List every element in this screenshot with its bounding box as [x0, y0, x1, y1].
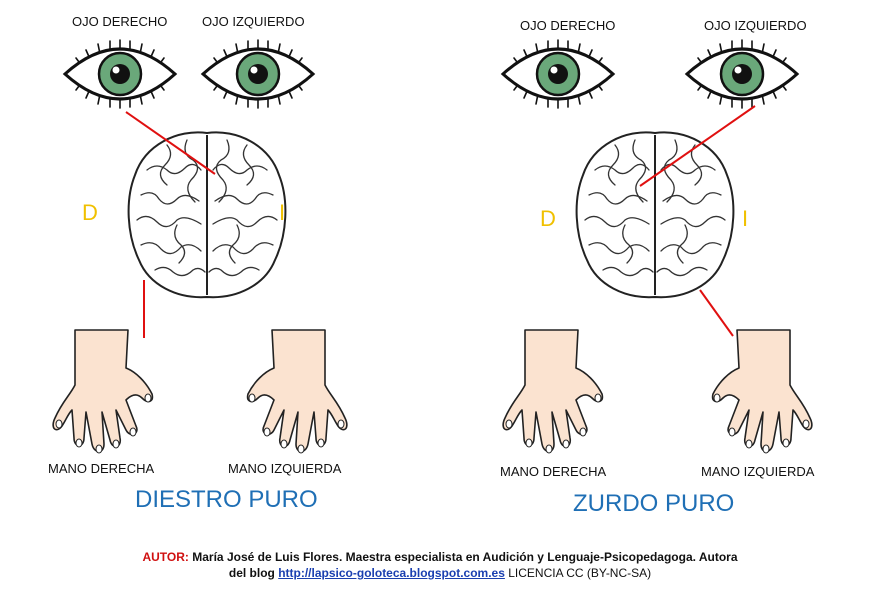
left-eye-1	[201, 38, 315, 110]
author-credit: AUTOR: María José de Luis Flores. Maestr…	[60, 549, 820, 581]
eye-link-line-2	[639, 105, 756, 187]
blog-prefix: del blog	[228, 566, 279, 580]
left-hand-label: MANO IZQUIERDA	[228, 461, 342, 476]
brain-1	[127, 131, 287, 299]
right-eye-1	[63, 38, 177, 110]
side-left-letter: I	[279, 200, 286, 225]
left-hand-2	[711, 329, 813, 454]
right-hand-label: MANO DERECHA	[500, 464, 607, 479]
author-text: María José de Luis Flores. Maestra espec…	[188, 550, 738, 564]
left-eye-label: OJO IZQUIERDO	[704, 18, 807, 33]
right-eye-label: OJO DERECHO	[520, 18, 616, 33]
blog-link[interactable]: http://lapsico-goloteca.blogspot.com.es	[278, 566, 505, 580]
left-hand-1	[246, 329, 348, 454]
author-prefix: AUTOR:	[142, 550, 189, 564]
right-hand-label: MANO DERECHA	[48, 461, 155, 476]
panel-title: DIESTRO PURO	[135, 486, 318, 513]
side-right-letter: D	[540, 206, 556, 231]
side-left-letter: I	[742, 206, 749, 231]
eye-link-line-1	[125, 111, 216, 175]
side-right-letter: D	[82, 200, 98, 225]
right-hand-1	[52, 329, 154, 454]
hand-link-line-2	[699, 289, 734, 337]
left-eye-2	[685, 38, 799, 110]
left-hand-label: MANO IZQUIERDA	[701, 464, 815, 479]
brain-2	[575, 131, 735, 299]
license-text: LICENCIA CC (BY-NC-SA)	[504, 566, 652, 580]
right-eye-2	[501, 38, 615, 110]
left-eye-label: OJO IZQUIERDO	[202, 14, 305, 29]
right-hand-2	[502, 329, 604, 454]
panel-title: ZURDO PURO	[573, 490, 735, 517]
right-eye-label: OJO DERECHO	[72, 14, 168, 29]
